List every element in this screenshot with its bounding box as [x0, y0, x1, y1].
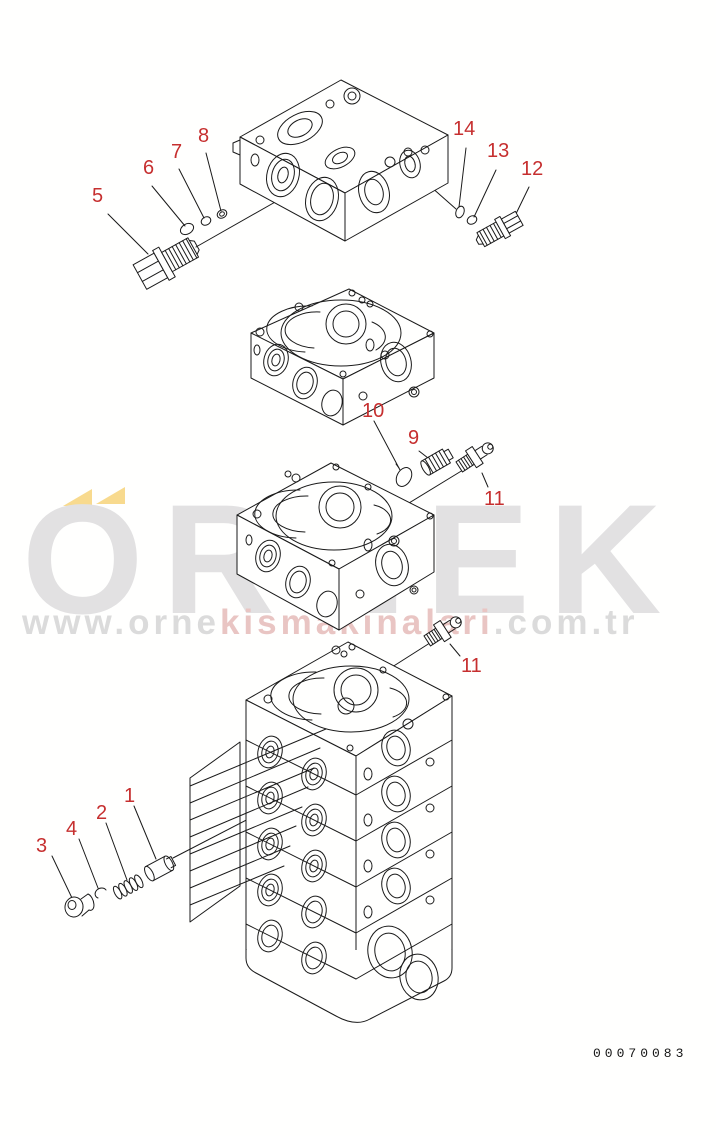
- drawing-number: 00070083: [593, 1046, 688, 1061]
- part-11-fitting-drawing: [455, 442, 494, 473]
- watermark-url-right: .com.tr: [493, 603, 639, 642]
- callout-12: 12: [521, 158, 544, 180]
- watermark-url-left: www.orne: [22, 603, 220, 642]
- valve-stack-drawing: [189, 641, 453, 1023]
- valve-plate-drawing: [250, 288, 435, 426]
- callout-3: 3: [36, 835, 48, 857]
- callout-9: 9: [408, 427, 420, 449]
- callout-7: 7: [171, 141, 183, 163]
- part-12-plug-drawing: [475, 210, 524, 248]
- callout-14: 14: [453, 118, 476, 140]
- part-6-ring-drawing: [179, 222, 195, 236]
- part-1-plug-drawing: [144, 855, 177, 882]
- part-11-fitting-drawing: [423, 616, 462, 647]
- inlet-section-drawing: [236, 462, 435, 631]
- section-plane-lines: [189, 728, 327, 923]
- part-14-ring-drawing: [455, 205, 465, 219]
- callout-10: 10: [362, 400, 385, 422]
- part-2-spring-drawing: [112, 874, 144, 900]
- part-10-seal-drawing: [395, 463, 413, 487]
- callout-2: 2: [96, 802, 108, 824]
- valve-cover-drawing: [232, 79, 449, 242]
- part-5-plug-drawing: [132, 237, 200, 290]
- part-8-ring-drawing: [216, 209, 228, 219]
- part-3-plug-drawing: [64, 893, 95, 918]
- part-9-plug-drawing: [420, 448, 454, 476]
- part-13-ring-drawing: [466, 215, 478, 225]
- callout-11: 11: [484, 488, 505, 510]
- watermark-url: www.ornekismakinalari.com.tr: [22, 603, 638, 643]
- callout-5: 5: [92, 185, 104, 207]
- callout-6: 6: [143, 157, 155, 179]
- callout-8: 8: [198, 125, 210, 147]
- part-7-ring-drawing: [200, 216, 212, 226]
- callout-4: 4: [66, 818, 78, 840]
- part-4-ring-drawing: [94, 887, 107, 899]
- callout-1: 1: [124, 785, 136, 807]
- callout-11: 11: [461, 655, 482, 677]
- callout-13: 13: [487, 140, 510, 162]
